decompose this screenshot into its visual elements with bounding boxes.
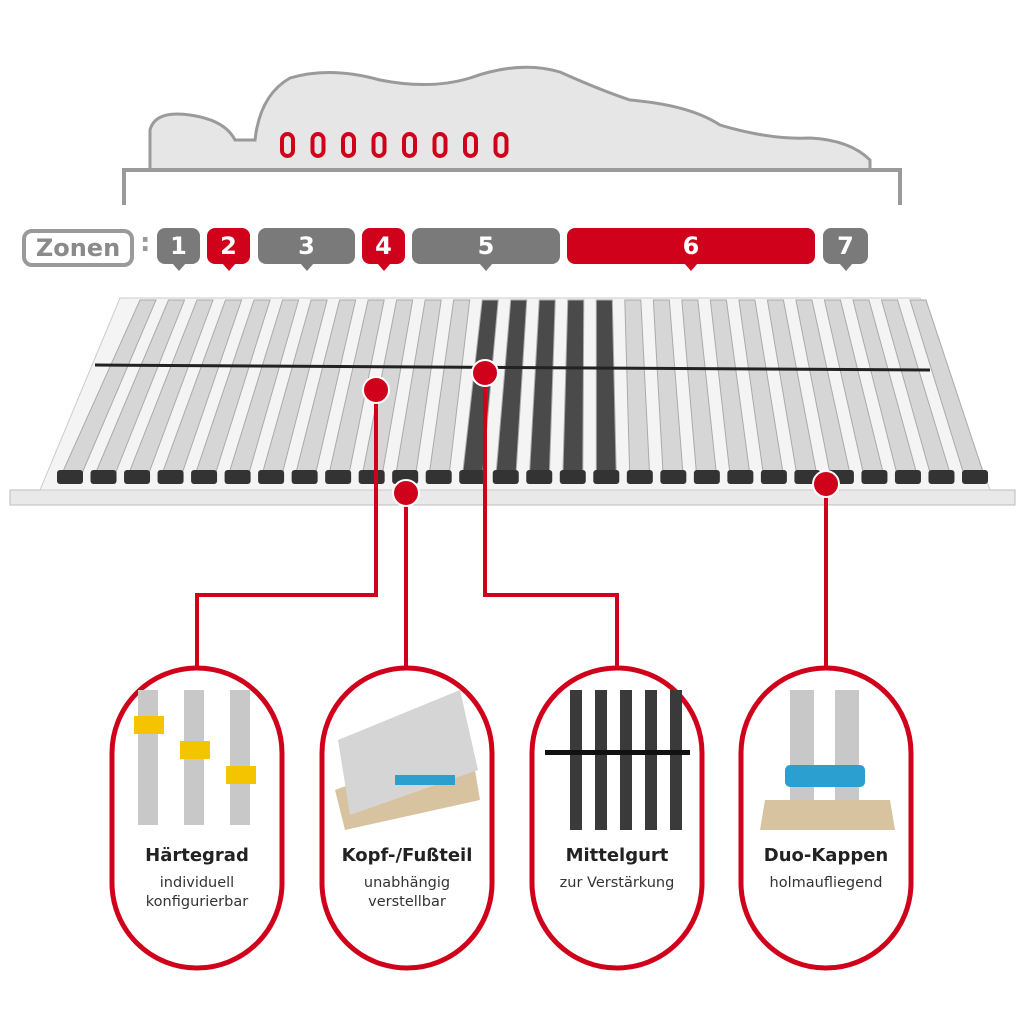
slat-cap: [760, 470, 787, 484]
slat-cap: [626, 470, 653, 484]
slat: [595, 299, 617, 479]
feature-subtitle: zur Verstärkung: [559, 875, 675, 891]
haertegrad-image: [134, 690, 256, 825]
spring-dot: [280, 132, 295, 158]
zone-5: 5: [412, 228, 560, 271]
feature-title: Mittelgurt: [565, 845, 669, 866]
slat-cap: [57, 470, 83, 484]
feature-subtitle: holmaufliegend: [769, 875, 883, 891]
bracket-line: [122, 168, 902, 205]
slat-cap: [928, 470, 955, 484]
slat-cap: [727, 470, 754, 484]
slat-cap: [224, 470, 251, 484]
spring-dot: [432, 132, 448, 158]
slat-cap: [693, 470, 720, 484]
callout-line-mittelgurt: [483, 373, 619, 668]
zones-colon: :: [140, 228, 151, 258]
frame-side: [9, 489, 1016, 506]
slats: [57, 299, 988, 484]
slat-cap: [593, 470, 620, 484]
slat-cap: [425, 470, 452, 484]
zones-label: Zonen: [22, 229, 134, 267]
slat-cap: [559, 470, 586, 484]
zone-7: 7: [823, 228, 868, 271]
spring-dot: [463, 132, 478, 158]
slat-cap: [258, 470, 285, 484]
slat-cap: [90, 470, 117, 484]
zone-3: 3: [258, 228, 355, 271]
feature-duo-kappen: Duo-Kappen holmaufliegend: [731, 845, 921, 893]
slat-cap: [962, 470, 988, 484]
feature-subtitle: unabhängig: [363, 875, 451, 891]
feature-subtitle: individuell: [159, 875, 235, 891]
feature-kopf-fussteil: Kopf-/Fußteil unabhängig verstellbar: [312, 845, 502, 912]
spring-dot: [310, 132, 326, 158]
slat-cap: [459, 470, 486, 484]
spring-dot: [371, 132, 387, 158]
slat-cap: [291, 470, 318, 484]
slat-cap: [861, 470, 888, 484]
feature-title: Kopf-/Fußteil: [341, 845, 473, 866]
kopffuss-image: [335, 690, 480, 830]
body-silhouette: [148, 65, 872, 172]
slat-cap: [660, 470, 687, 484]
spring-indicators: [280, 132, 509, 158]
spring-dot: [341, 132, 356, 158]
marker-dot: [471, 359, 499, 387]
slat-cap: [124, 470, 151, 484]
marker-dot: [362, 376, 390, 404]
slat-cap: [492, 470, 519, 484]
callout-line-haertegrad: [195, 390, 378, 668]
feature-subtitle: konfigurierbar: [145, 894, 249, 910]
feature-mittelgurt: Mittelgurt zur Verstärkung: [522, 845, 712, 893]
slat-cap: [358, 470, 385, 484]
spring-dot: [493, 132, 509, 158]
feature-title: Härtegrad: [145, 845, 249, 866]
marker-dot: [812, 470, 840, 498]
slat-cap: [191, 470, 218, 484]
zone-6: 6: [567, 228, 815, 271]
spring-dot: [402, 132, 417, 158]
slat-cap: [157, 470, 184, 484]
marker-dot: [392, 479, 420, 507]
zone-4: 4: [362, 228, 405, 271]
zone-2: 2: [207, 228, 250, 271]
slat-cap: [894, 470, 921, 484]
feature-title: Duo-Kappen: [763, 845, 889, 866]
slat-cap: [325, 470, 352, 484]
slat-cap: [526, 470, 553, 484]
center-strap: [94, 363, 931, 372]
mittelgurt-image: [545, 690, 690, 830]
zone-1: 1: [157, 228, 200, 271]
feature-subtitle: verstellbar: [368, 894, 446, 910]
duokappen-image: [760, 690, 895, 830]
feature-haertegrad: Härtegrad individuell konfigurierbar: [102, 845, 292, 912]
